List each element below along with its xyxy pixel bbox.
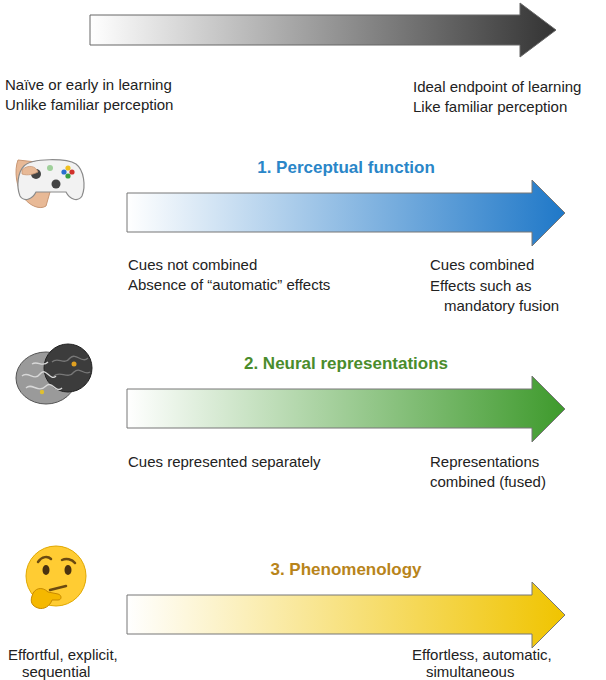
endpoint-label: Effortless, automatic, simultaneous [412, 646, 606, 680]
arrow-shape [127, 582, 565, 648]
thumb [22, 166, 38, 174]
stage-title: 2. Neural representations [126, 354, 566, 374]
endpoint-label: Cues not combined [128, 255, 257, 275]
gamepad-illustration [10, 140, 90, 220]
button [65, 173, 70, 178]
button [69, 169, 74, 174]
eyebrow [62, 559, 75, 563]
endpoint-label: Effects such as mandatory fusion [430, 276, 604, 316]
stage-arrow: 2. Neural representations [126, 356, 566, 446]
eye [65, 565, 72, 575]
arrow-shape [127, 376, 565, 442]
endpoint-label: Representations combined (fused) [430, 452, 570, 492]
endpoint-label: Ideal endpoint of learning [413, 77, 581, 97]
thumbstick [52, 180, 61, 189]
controller-body [18, 160, 84, 200]
stage-title: 1. Perceptual function [126, 158, 566, 178]
brain-illustration [12, 336, 96, 416]
eyebrow [38, 557, 51, 562]
arrow-shape [127, 180, 565, 246]
activation [40, 390, 44, 394]
sulci [52, 356, 90, 376]
arrow-shape [90, 3, 556, 57]
endpoint-label: Absence of “automatic” effects [128, 275, 330, 295]
hand [31, 589, 61, 609]
endpoint-label: Unlike familiar perception [5, 95, 173, 115]
button [61, 169, 66, 174]
progress-arrow [0, 0, 606, 70]
activation [72, 362, 77, 367]
stage-arrow: 3. Phenomenology [126, 562, 566, 652]
stage-title: 3. Phenomenology [126, 560, 566, 580]
guide-button [47, 165, 53, 171]
endpoint-label: Naïve or early in learning [5, 75, 172, 95]
endpoint-label: Like familiar perception [413, 97, 567, 117]
mouth [50, 586, 66, 590]
eye [43, 565, 50, 575]
sulci [22, 362, 62, 390]
endpoint-label: Cues combined [430, 255, 534, 275]
endpoint-label: Cues represented separately [128, 452, 321, 472]
button [65, 165, 70, 170]
thinking-emoji [18, 540, 98, 620]
endpoint-label: Effortful, explicit, sequential [8, 646, 187, 680]
stage-arrow: 1. Perceptual function [126, 160, 566, 250]
